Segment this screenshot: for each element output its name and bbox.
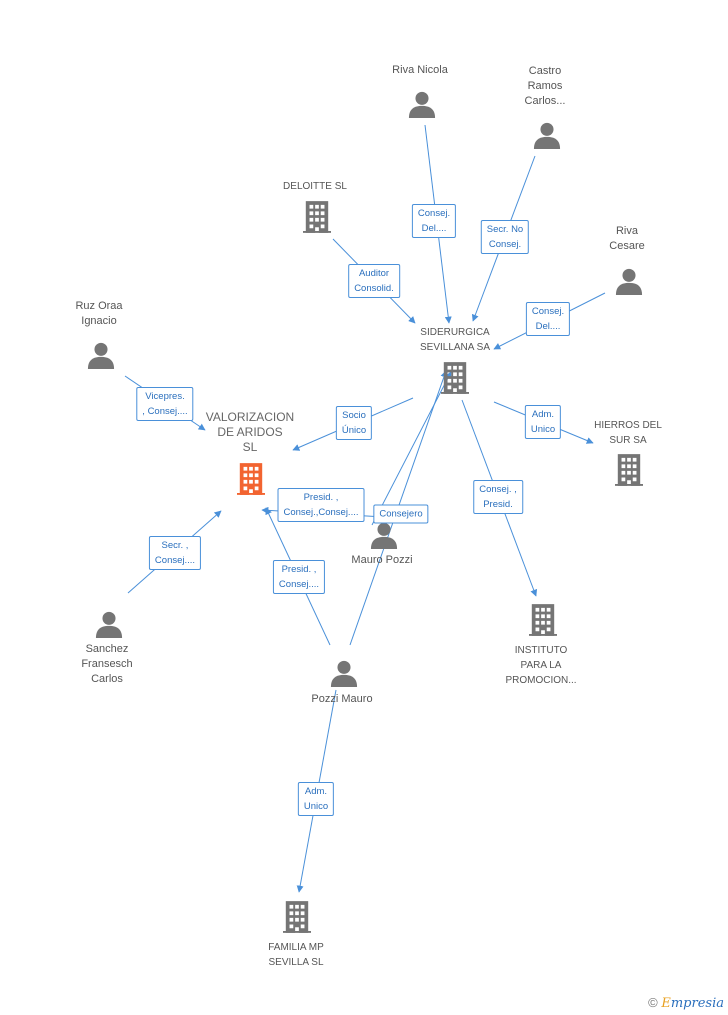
edge-mauro-pozzi-to-siderurgica: [371, 371, 452, 526]
edge-label-ruz-oraa-to-valorizacion[interactable]: Vicepres. , Consej....: [136, 387, 194, 421]
edge-label-pozzi-mauro-to-familia[interactable]: Adm. Unico: [297, 782, 335, 816]
edge-label-sanchez-to-valorizacion[interactable]: Secr. , Consej....: [148, 536, 202, 570]
person-icon-ruz-oraa[interactable]: [87, 342, 115, 369]
edges-layer: [124, 124, 606, 893]
node-label-valorizacion[interactable]: VALORIZACION DE ARIDOS SL: [205, 410, 295, 454]
node-label-mauro-pozzi[interactable]: Mauro Pozzi: [351, 554, 413, 566]
person-icon-mauro-pozzi[interactable]: [370, 522, 398, 549]
person-icon-sanchez[interactable]: [95, 611, 123, 638]
building-icon-siderurgica[interactable]: [441, 362, 469, 394]
node-label-deloitte[interactable]: DELOITTE SL: [283, 181, 347, 192]
edge-label-siderurgica-to-hierros[interactable]: Adm. Unico: [524, 405, 562, 439]
nodes-layer: [87, 91, 643, 933]
node-label-instituto[interactable]: INSTITUTO PARA LA PROMOCION...: [505, 645, 577, 686]
edge-label-mauro-pozzi-to-valorizacion[interactable]: Presid. , Consej.,Consej....: [277, 488, 365, 522]
edge-label-pozzi-mauro-to-valorizacion[interactable]: Presid. , Consej....: [272, 560, 326, 594]
brand-logo: © Empresia: [648, 995, 724, 1011]
node-label-hierros[interactable]: HIERROS DEL SUR SA: [594, 420, 662, 446]
edge-label-mauro-pozzi-to-siderurgica[interactable]: Consejero: [373, 504, 429, 524]
person-icon-castro-ramos[interactable]: [533, 122, 561, 149]
node-label-castro-ramos[interactable]: Castro Ramos Carlos...: [524, 65, 566, 107]
node-label-pozzi-mauro[interactable]: Pozzi Mauro: [311, 693, 373, 705]
node-label-ruz-oraa[interactable]: Ruz Oraa Ignacio: [75, 300, 123, 327]
person-icon-pozzi-mauro[interactable]: [330, 660, 358, 687]
edge-label-siderurgica-to-valorizacion[interactable]: Socio Único: [335, 406, 373, 440]
node-label-riva-cesare[interactable]: Riva Cesare: [609, 225, 645, 252]
edge-label-riva-cesare-to-siderurgica[interactable]: Consej. Del....: [525, 302, 571, 336]
node-label-riva-nicola[interactable]: Riva Nicola: [392, 64, 448, 76]
edge-label-deloitte-to-siderurgica[interactable]: Auditor Consolid.: [348, 264, 400, 298]
building-icon-familia[interactable]: [283, 901, 311, 933]
person-icon-riva-nicola[interactable]: [408, 91, 436, 118]
building-icon-hierros[interactable]: [615, 454, 643, 486]
building-icon-valorizacion[interactable]: [237, 463, 265, 495]
edge-label-castro-ramos-to-siderurgica[interactable]: Secr. No Consej.: [480, 220, 530, 254]
node-label-siderurgica[interactable]: SIDERURGICA SEVILLANA SA: [419, 327, 491, 353]
building-icon-instituto[interactable]: [529, 604, 557, 636]
brand-rest: mpresia: [670, 996, 724, 1011]
building-icon-deloitte[interactable]: [303, 201, 331, 233]
copyright-symbol: ©: [648, 995, 658, 1010]
node-label-sanchez[interactable]: Sanchez Fransesch Carlos: [81, 643, 133, 685]
person-icon-riva-cesare[interactable]: [615, 268, 643, 295]
node-label-familia[interactable]: FAMILIA MP SEVILLA SL: [268, 942, 324, 968]
brand-e: E: [661, 996, 671, 1011]
edge-label-riva-nicola-to-siderurgica[interactable]: Consej. Del....: [411, 204, 457, 238]
edge-label-siderurgica-to-instituto[interactable]: Consej. , Presid.: [473, 480, 523, 514]
